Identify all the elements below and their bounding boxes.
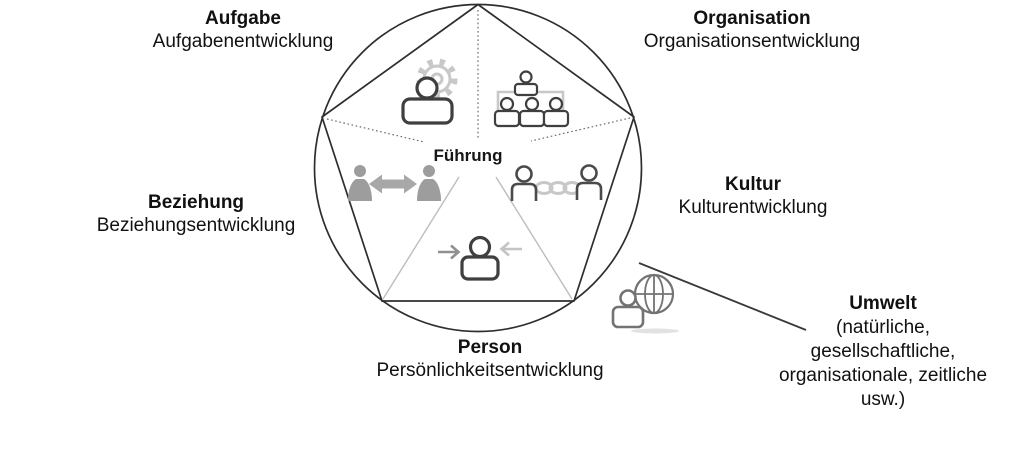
label-organisation: Organisation Organisationsentwicklung bbox=[627, 7, 877, 53]
gear-teeth bbox=[416, 58, 458, 100]
icon-shadow bbox=[631, 328, 679, 334]
light-spoke-lower-left bbox=[382, 176, 460, 300]
umwelt-line-4: usw.) bbox=[860, 389, 906, 410]
sector-subtitle-organisation: Organisationsentwicklung bbox=[643, 31, 861, 52]
umwelt-connector-line bbox=[638, 262, 807, 331]
person-gear-icon bbox=[401, 58, 458, 125]
light-spoke-lower-right bbox=[495, 176, 573, 300]
dotted-spoke-upper-right bbox=[530, 117, 631, 142]
label-beziehung: Beziehung Beziehungsentwicklung bbox=[71, 191, 321, 237]
sector-title-organisation: Organisation bbox=[693, 8, 811, 29]
arrow-right bbox=[499, 241, 522, 257]
umwelt-line-3: organisationale, zeitliche bbox=[778, 365, 988, 386]
globe-person-icon bbox=[611, 273, 679, 334]
double-arrow bbox=[369, 174, 417, 194]
people-chain-icon bbox=[510, 164, 603, 201]
sector-subtitle-person: Persönlichkeitsentwicklung bbox=[376, 360, 604, 381]
sector-subtitle-beziehung: Beziehungsentwicklung bbox=[96, 215, 296, 236]
center-label: Führung bbox=[433, 146, 503, 165]
person-body bbox=[401, 97, 454, 125]
label-umwelt: Umwelt (natürliche, gesellschaftliche, o… bbox=[758, 292, 1008, 412]
arrow-left bbox=[438, 244, 461, 260]
person-converging-arrows-icon bbox=[438, 235, 522, 281]
label-person: Person Persönlichkeitsentwicklung bbox=[365, 336, 615, 382]
umwelt-line-1: (natürliche, bbox=[836, 317, 930, 338]
sector-title-person: Person bbox=[457, 337, 523, 358]
umwelt-line-2: gesellschaftliche, bbox=[810, 341, 956, 362]
sector-title-aufgabe: Aufgabe bbox=[205, 8, 281, 29]
label-aufgabe: Aufgabe Aufgabenentwicklung bbox=[118, 7, 368, 53]
label-kultur: Kultur Kulturentwicklung bbox=[653, 173, 853, 219]
people-exchange-arrow-icon bbox=[348, 165, 441, 201]
pentagon-outline bbox=[321, 3, 635, 302]
sector-subtitle-aufgabe: Aufgabenentwicklung bbox=[152, 31, 334, 52]
sector-subtitle-kultur: Kulturentwicklung bbox=[678, 197, 828, 218]
org-chart-icon bbox=[493, 70, 570, 128]
umwelt-title: Umwelt bbox=[849, 293, 917, 314]
sector-title-beziehung: Beziehung bbox=[147, 192, 245, 213]
person-head bbox=[415, 76, 439, 100]
sector-title-kultur: Kultur bbox=[725, 174, 781, 195]
